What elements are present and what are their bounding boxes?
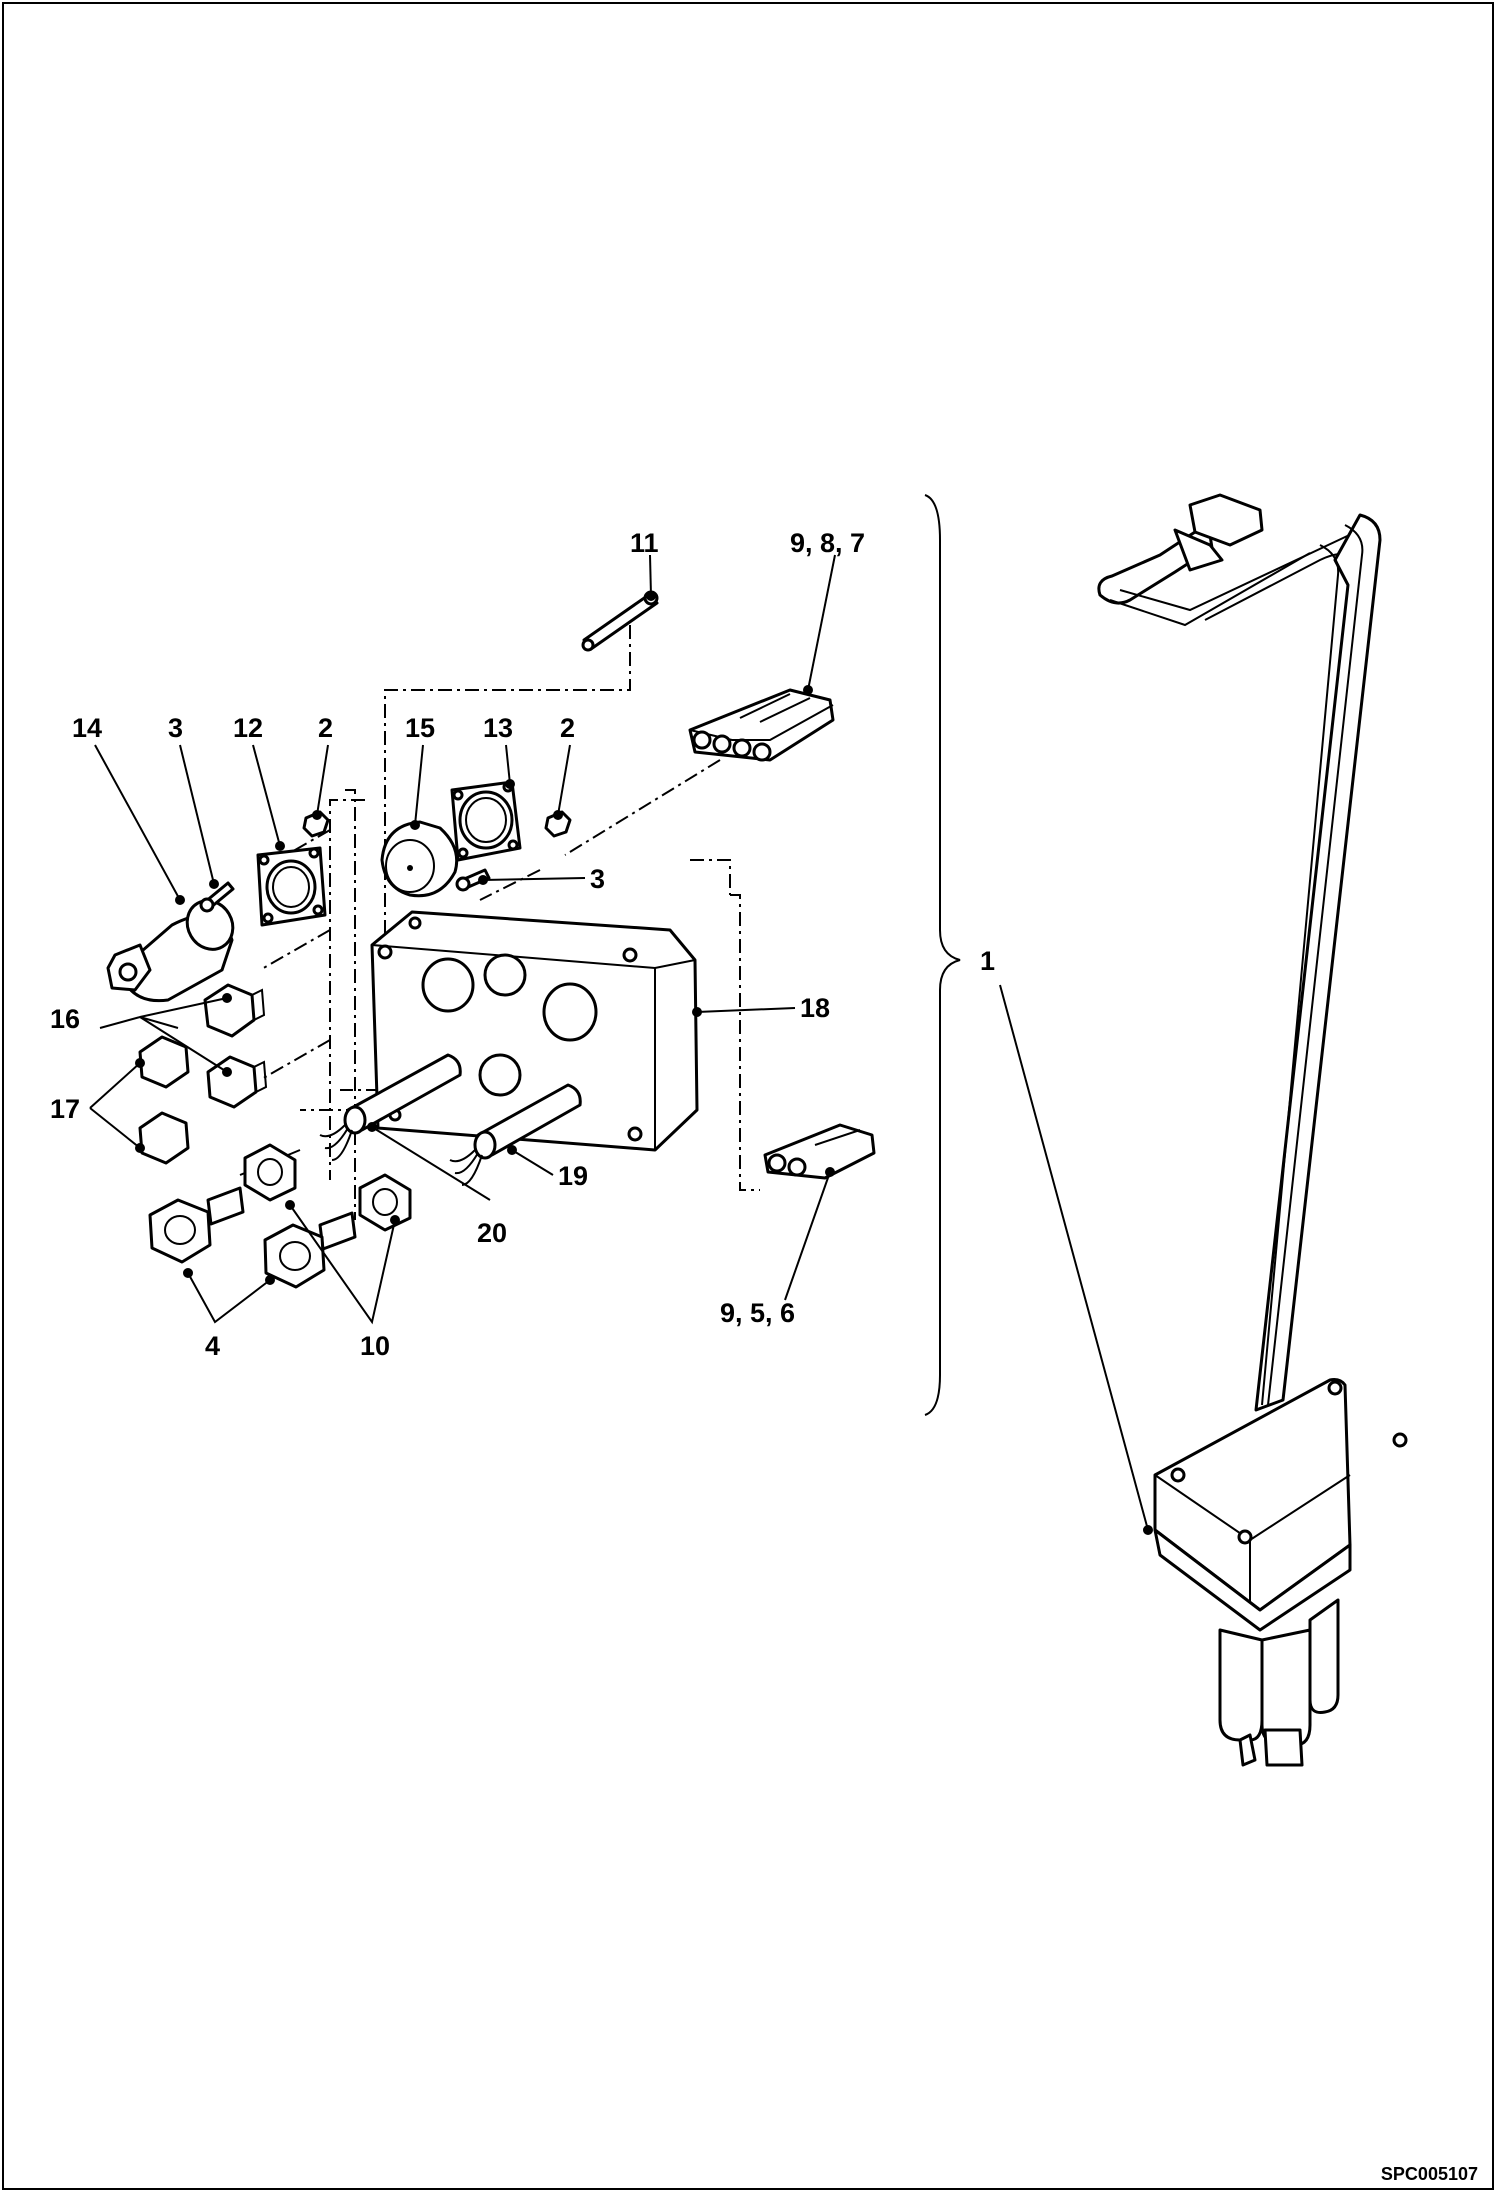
callout-1: 1 <box>980 946 995 976</box>
cap-part-15 <box>380 820 459 898</box>
callout-15: 15 <box>405 713 435 743</box>
callout-3-left: 3 <box>168 713 183 743</box>
housing-part-18 <box>370 910 699 1152</box>
callout-9-5-6: 9, 5, 6 <box>720 1298 795 1328</box>
callout-10: 10 <box>360 1331 390 1361</box>
cable-gland-part-19 <box>449 1083 582 1186</box>
plug-part-16-lower <box>206 1055 268 1109</box>
plug-part-17-upper <box>138 1035 190 1089</box>
callout-17: 17 <box>50 1094 80 1124</box>
plug-part-17-lower <box>138 1111 190 1165</box>
callout-2-right: 2 <box>560 713 575 743</box>
drawing-reference-code: SPC005107 <box>1381 2164 1478 2184</box>
cable-gland-part-20 <box>319 1053 462 1161</box>
plug-part-16-upper <box>203 983 266 1038</box>
callout-14: 14 <box>72 713 102 743</box>
callout-20: 20 <box>477 1218 507 1248</box>
connector-4way-part-987 <box>688 688 835 762</box>
callout-2-left: 2 <box>318 713 333 743</box>
assembled-unit-part-1 <box>1097 493 1408 1767</box>
flange-part-12 <box>256 846 327 927</box>
callout-11: 11 <box>630 528 659 558</box>
callout-9-8-7: 9, 8, 7 <box>790 528 865 558</box>
bolt-part-4-right <box>263 1211 357 1289</box>
callout-13: 13 <box>483 713 513 743</box>
callout-19: 19 <box>558 1161 588 1191</box>
screw-part-3-middle <box>455 868 491 892</box>
callout-18: 18 <box>800 993 830 1023</box>
callout-labels: 11 9, 8, 7 14 3 12 2 15 13 2 3 18 1 16 1… <box>50 528 995 1361</box>
callout-16: 16 <box>50 1004 80 1034</box>
callout-12: 12 <box>233 713 263 743</box>
nut-part-10-left <box>243 1143 297 1202</box>
grouping-brace <box>924 494 961 1416</box>
pin-part-11 <box>581 590 659 652</box>
flange-part-13 <box>450 780 522 862</box>
callout-3-middle: 3 <box>590 864 605 894</box>
bolt-part-4-left <box>148 1186 245 1264</box>
screw-part-3-left <box>199 881 235 913</box>
sensor-part-14 <box>106 899 235 1003</box>
nut-part-10-right <box>358 1173 412 1232</box>
callout-4: 4 <box>205 1331 220 1361</box>
leader-lines <box>89 554 1153 1535</box>
connector-2way-part-956 <box>763 1123 876 1180</box>
